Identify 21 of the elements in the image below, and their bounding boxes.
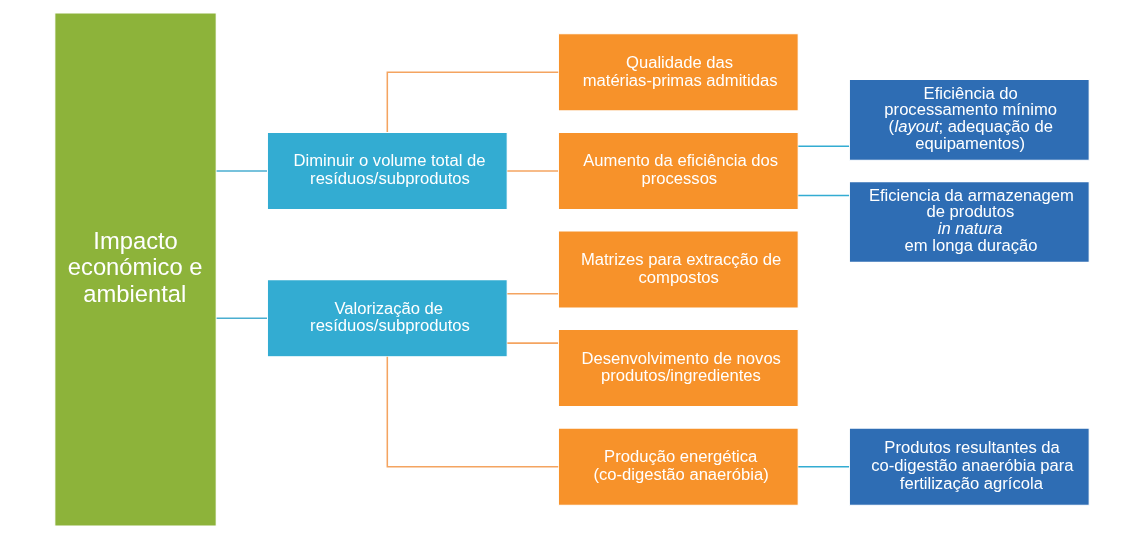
node-box: Desenvolvimento de novos produtos/ingredientes bbox=[557, 328, 799, 408]
node-box: Impacto económico e ambiental bbox=[53, 12, 217, 527]
node-box: Qualidade das matérias-primas admitidas bbox=[557, 33, 799, 112]
connector bbox=[797, 194, 850, 197]
connector bbox=[506, 293, 559, 295]
node-box: Matrizes para extracção de compostos bbox=[557, 230, 799, 309]
node-box: Produção energética (co-digestão anaeróbia) bbox=[557, 427, 799, 506]
node-box: Produtos resultantes da co-digestão anaeróbia para fertilização agrícola bbox=[848, 427, 1090, 506]
connector bbox=[506, 342, 559, 344]
connector bbox=[215, 317, 268, 319]
connector bbox=[386, 71, 559, 133]
node-box: Eficiencia da armazenagem de produtos in natura em longa duração bbox=[848, 181, 1090, 263]
node-box: Eficiência do processamento mínimo (layout; adequação de equipamentos) bbox=[848, 78, 1090, 161]
connector bbox=[506, 170, 559, 172]
connector bbox=[215, 170, 268, 172]
node-box: Diminuir o volume total de resíduos/subprodutos bbox=[266, 131, 508, 211]
connector bbox=[797, 145, 850, 148]
connector bbox=[797, 465, 850, 468]
node-box: Valorização de resíduos/subprodutos bbox=[266, 279, 508, 358]
node-box: Aumento da eficiência dos processos bbox=[557, 131, 799, 211]
connector bbox=[386, 356, 559, 468]
